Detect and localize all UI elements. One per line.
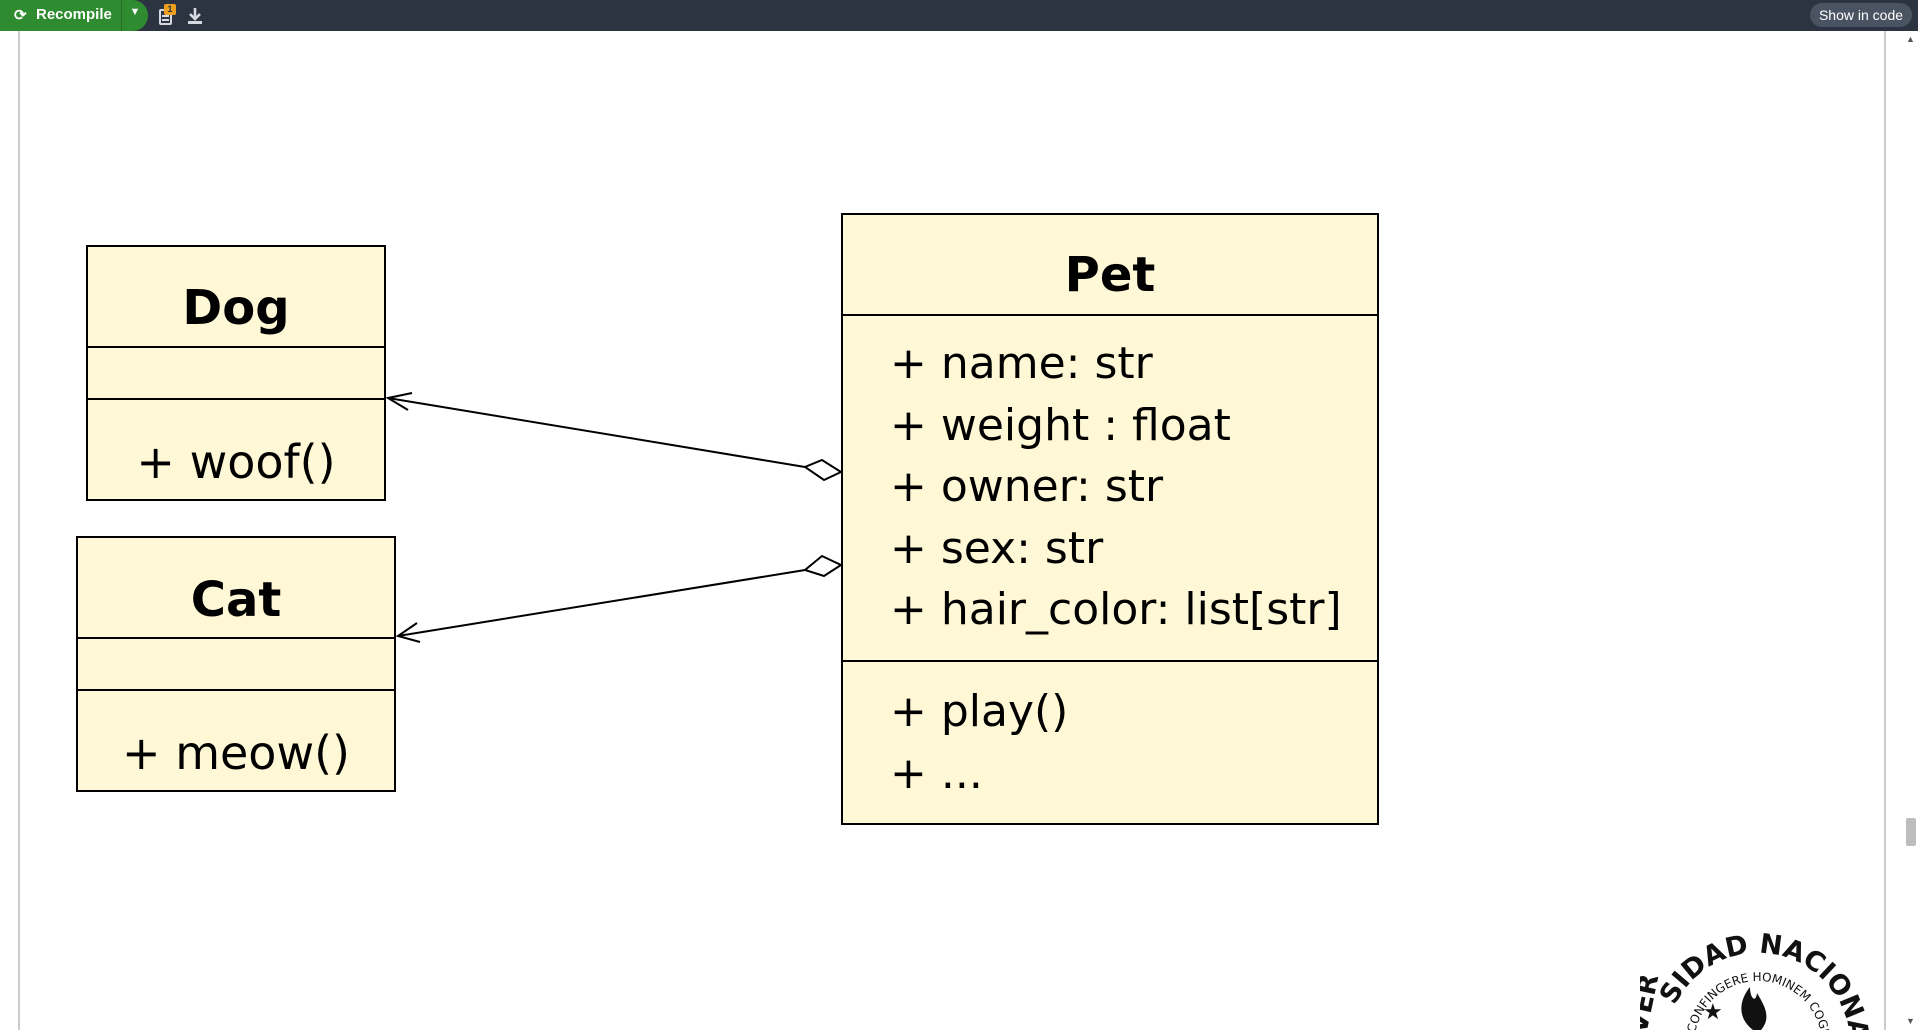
recompile-button[interactable]: ⟳ Recompile ▼ [0,0,148,31]
class-cat-title: Cat [191,572,282,628]
seal-flame-icon [1741,987,1767,1030]
class-pet-method: + play() [890,686,1068,737]
relation-pet-dog [385,392,844,482]
class-pet-attribute: + weight : float [890,400,1231,451]
class-pet-attribute: + owner: str [890,461,1164,512]
show-in-code-button[interactable]: Show in code [1810,3,1912,27]
class-dog: Dog + woof() [86,245,386,501]
relation-pet-dog-arrowhead [385,392,413,411]
class-pet-attribute: + name: str [890,338,1154,389]
download-button[interactable] [185,4,205,28]
class-cat-method: + meow() [122,726,350,780]
relation-pet-cat-line [397,569,806,637]
recompile-label: Recompile [36,6,112,23]
download-icon [188,8,202,24]
class-dog-method: + woof() [136,435,335,489]
relation-pet-cat [395,554,844,643]
logs-icon-line [162,19,169,21]
class-pet-method: + ... [890,748,983,799]
class-dog-title: Dog [182,280,289,336]
chevron-down-icon[interactable]: ▼ [129,6,141,18]
seal-star-icon: ★ [1703,1000,1723,1025]
logs-icon-line [162,15,169,17]
class-pet: Pet + name: str + weight : float + owner… [841,213,1379,825]
pdf-viewer: Dog + woof() Cat + meow() Pet + name: st… [0,31,1918,1030]
class-pet-attribute: + hair_color: list[str] [890,584,1342,635]
seal-left-text: VER [1640,971,1665,1030]
university-seal-logo: SIDAD NACIONAL DE ROS CONFINGERE HOMINEM… [1640,895,1870,1030]
class-dog-box [86,245,386,501]
pdf-toolbar: ⟳ Recompile ▼ 1 Show in code [0,0,1918,31]
relation-pet-cat-diamond [802,554,844,578]
uml-diagram: Dog + woof() Cat + meow() Pet + name: st… [18,31,1886,1030]
relation-pet-dog-line [387,397,806,468]
class-pet-title: Pet [1065,247,1156,303]
logs-badge: 1 [164,4,176,15]
scrollbar-thumb[interactable] [1906,818,1916,846]
refresh-icon: ⟳ [14,7,27,24]
relation-pet-cat-arrowhead [395,622,421,643]
scrollbar[interactable] [1904,31,1918,1030]
class-pet-attribute: + sex: str [890,523,1104,574]
class-cat: Cat + meow() [76,536,396,792]
logs-button[interactable]: 1 [156,4,178,28]
relation-pet-dog-diamond [802,458,844,482]
class-cat-box [76,536,396,792]
scroll-up-arrow-icon[interactable]: ▲ [1906,34,1915,44]
recompile-divider [121,0,122,31]
scroll-down-arrow-icon[interactable]: ▼ [1906,1016,1915,1026]
